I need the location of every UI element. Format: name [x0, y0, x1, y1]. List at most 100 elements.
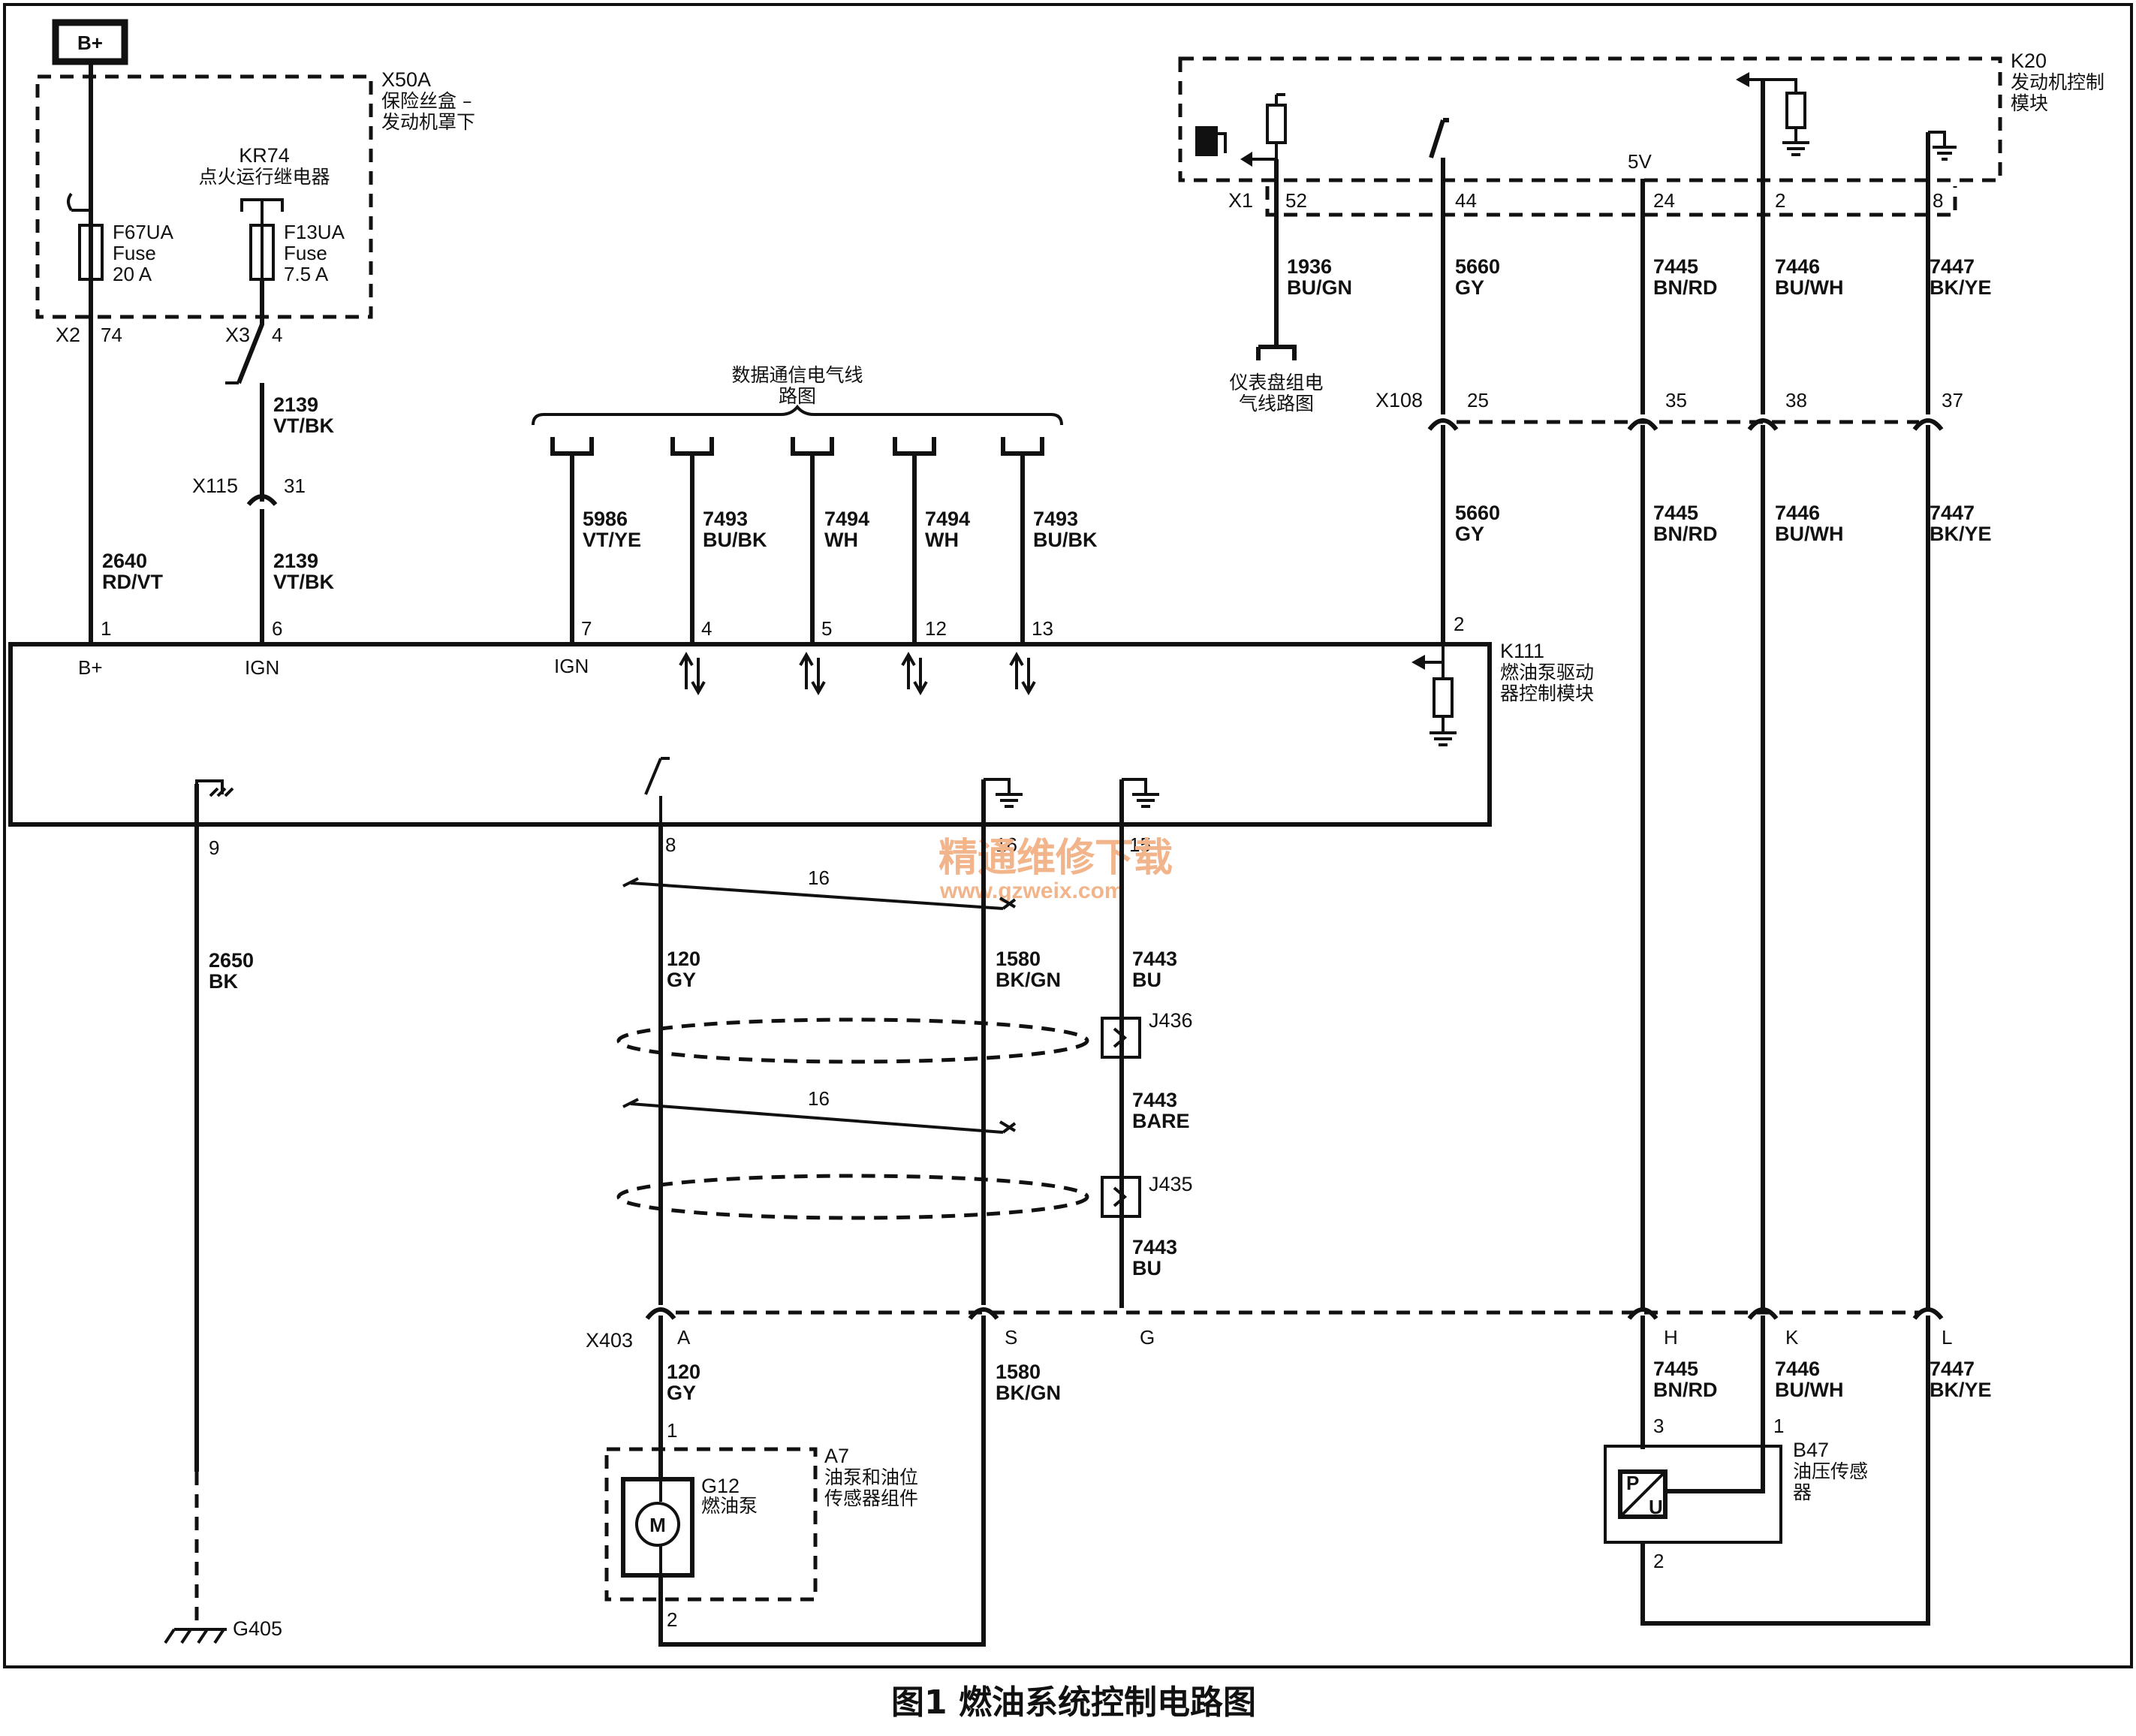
conn-x115-pin: 31 — [284, 475, 306, 497]
ecm-pin-44: 44 — [1455, 189, 1477, 212]
data-arrows — [679, 651, 1036, 696]
k111-name-1: 燃油泵驱动 — [1500, 662, 1594, 683]
pump-assy-name-2: 传感器组件 — [824, 1487, 918, 1509]
connector-x403: X403 A S G H K L — [586, 1307, 1952, 1352]
ecm-id: K20 — [2011, 50, 2047, 72]
pump-assy-id: A7 — [824, 1445, 849, 1467]
wire-2650-num: 2650 — [209, 949, 254, 972]
splice-j436-id: J436 — [1149, 1009, 1193, 1032]
pump-assy-name-1: 油泵和油位 — [824, 1466, 918, 1488]
wire-7447a-num: 7447 — [1930, 255, 1975, 278]
engine-control-module-k20: K20 发动机控制 模块 5V X1 52 44 24 2 8 — [1178, 50, 2104, 217]
wire-1580-lower — [658, 1316, 986, 1647]
fuse-box-x50a: X50A 保险丝盒 – 发动机罩下 KR74 点火运行继电器 F67UA Fus… — [35, 68, 475, 346]
wire-1580a-color: BK/GN — [996, 969, 1061, 991]
fuel-pump-g12 — [621, 1477, 694, 1578]
x403-pin-k: K — [1785, 1326, 1799, 1349]
watermark-text: 精通维修下载 — [938, 836, 1173, 881]
k111-pin-12: 12 — [925, 617, 947, 640]
data-bus-title-2: 路图 — [779, 385, 816, 407]
k111-pin-2: 2 — [1454, 613, 1464, 635]
battery-supply: B+ — [52, 19, 128, 65]
wire-7446-lower — [1665, 1316, 1765, 1493]
figure-caption: 图1 燃油系统控制电路图 — [891, 1683, 1256, 1722]
wire-2640-num: 2640 — [102, 550, 147, 572]
wire-7446c-num: 7446 — [1775, 1358, 1820, 1380]
wire-5660a-num: 5660 — [1455, 255, 1500, 278]
x108-pin-38: 38 — [1785, 389, 1807, 411]
wire-7443a-num: 7443 — [1132, 948, 1177, 970]
wire-7445b-num: 7445 — [1653, 502, 1698, 524]
sensor-name-2: 器 — [1793, 1481, 1812, 1503]
wire-7494b-color: WH — [925, 529, 959, 551]
x403-pin-a: A — [677, 1326, 691, 1349]
shield-ellipse-1 — [616, 1017, 1089, 1064]
k111-pin-4: 4 — [701, 617, 712, 640]
fuse-f13ua-rating: 7.5 A — [284, 263, 329, 285]
connector-x115 — [246, 494, 278, 507]
wire-2139b-color: VT/BK — [273, 571, 335, 593]
fuel-pressure-sensor-b47: 3 1 2 P U B47 油压传感 器 — [1604, 1415, 1868, 1572]
k111-pin-16: 16 — [996, 833, 1017, 856]
wire-7443b-num: 7443 — [1132, 1089, 1177, 1111]
fuse-box-name-1: 保险丝盒 – — [381, 90, 471, 112]
twisted-pair-marker-1: 16 — [622, 866, 1017, 910]
fuse-f67ua-rating: 20 A — [113, 263, 152, 285]
k111-pin-7: 7 — [581, 617, 592, 640]
twisted-pair-marker-2: 16 — [622, 1087, 1017, 1134]
fuel-pump-assembly-a7: A7 油泵和油位 传感器组件 1 2 M G12 燃油泵 — [604, 1419, 918, 1631]
pump-name: 燃油泵 — [701, 1495, 758, 1517]
wire-7446b-color: BU/WH — [1775, 523, 1843, 545]
x108-pin-25: 25 — [1467, 389, 1489, 411]
wire-7494a-num: 7494 — [824, 508, 869, 530]
k111-name-2: 器控制模块 — [1500, 683, 1594, 704]
pump-pin-2: 2 — [667, 1608, 677, 1631]
x403-pin-g: G — [1140, 1326, 1155, 1349]
wire-2139a-color: VT/BK — [273, 414, 335, 437]
wire-7446a-color: BU/WH — [1775, 276, 1843, 299]
sensor-pin-2: 2 — [1653, 1550, 1664, 1572]
wire-7446a-num: 7446 — [1775, 255, 1820, 278]
wire-2640-color: RD/VT — [102, 571, 164, 593]
wire-7445a-color: BN/RD — [1653, 276, 1718, 299]
ecm-name-1: 发动机控制 — [2011, 71, 2104, 93]
motor-icon — [635, 1502, 680, 1547]
fuse-box-name-2: 发动机罩下 — [381, 111, 475, 133]
wire-2139a-num: 2139 — [273, 393, 318, 416]
wire-7447b-num: 7447 — [1930, 502, 1975, 524]
splice-j435-id: J435 — [1149, 1173, 1193, 1195]
ecm-connector-x1: X1 — [1228, 189, 1253, 212]
relay-id: KR74 — [239, 144, 290, 167]
connector-x108: X108 25 35 38 37 — [1375, 389, 1963, 431]
wire-7447c-color: BK/YE — [1930, 1379, 1992, 1401]
wire-7493b-num: 7493 — [1033, 508, 1078, 530]
twist-label-1: 16 — [808, 866, 830, 889]
x403-pin-h: H — [1664, 1326, 1678, 1349]
ecm-pin-2: 2 — [1775, 189, 1785, 212]
wire-7443b-color: BARE — [1132, 1110, 1190, 1132]
cluster-ref-2: 气线路图 — [1239, 393, 1314, 414]
conn-x108: X108 — [1375, 389, 1423, 411]
wire-120a-color: GY — [667, 969, 696, 991]
wire-5660a-color: GY — [1455, 276, 1484, 299]
fuse-f13ua-kind: Fuse — [284, 242, 327, 264]
wire-7494b-num: 7494 — [925, 508, 970, 530]
wire-5660b-color: GY — [1455, 523, 1484, 545]
x403-pin-s: S — [1005, 1326, 1017, 1349]
twist-label-2: 16 — [808, 1087, 830, 1110]
conn-x3: X3 — [225, 324, 250, 346]
wire-7445c-color: BN/RD — [1653, 1379, 1718, 1401]
wire-120a-num: 120 — [667, 948, 700, 970]
bplus-label: B+ — [77, 32, 103, 54]
k111-id: K111 — [1500, 640, 1544, 662]
k111-label-ign-2: IGN — [554, 655, 589, 677]
splice-j436: J436 — [1101, 1009, 1193, 1059]
fuse-f13ua-id: F13UA — [284, 221, 345, 243]
ecm-pin-52: 52 — [1285, 189, 1307, 212]
shield-ellipse-2 — [616, 1174, 1089, 1220]
conn-x2-pin: 74 — [101, 324, 122, 346]
sensor-pin-3: 3 — [1653, 1415, 1664, 1437]
pump-pin-1: 1 — [667, 1419, 677, 1442]
wire-5986-color: VT/YE — [583, 529, 641, 551]
